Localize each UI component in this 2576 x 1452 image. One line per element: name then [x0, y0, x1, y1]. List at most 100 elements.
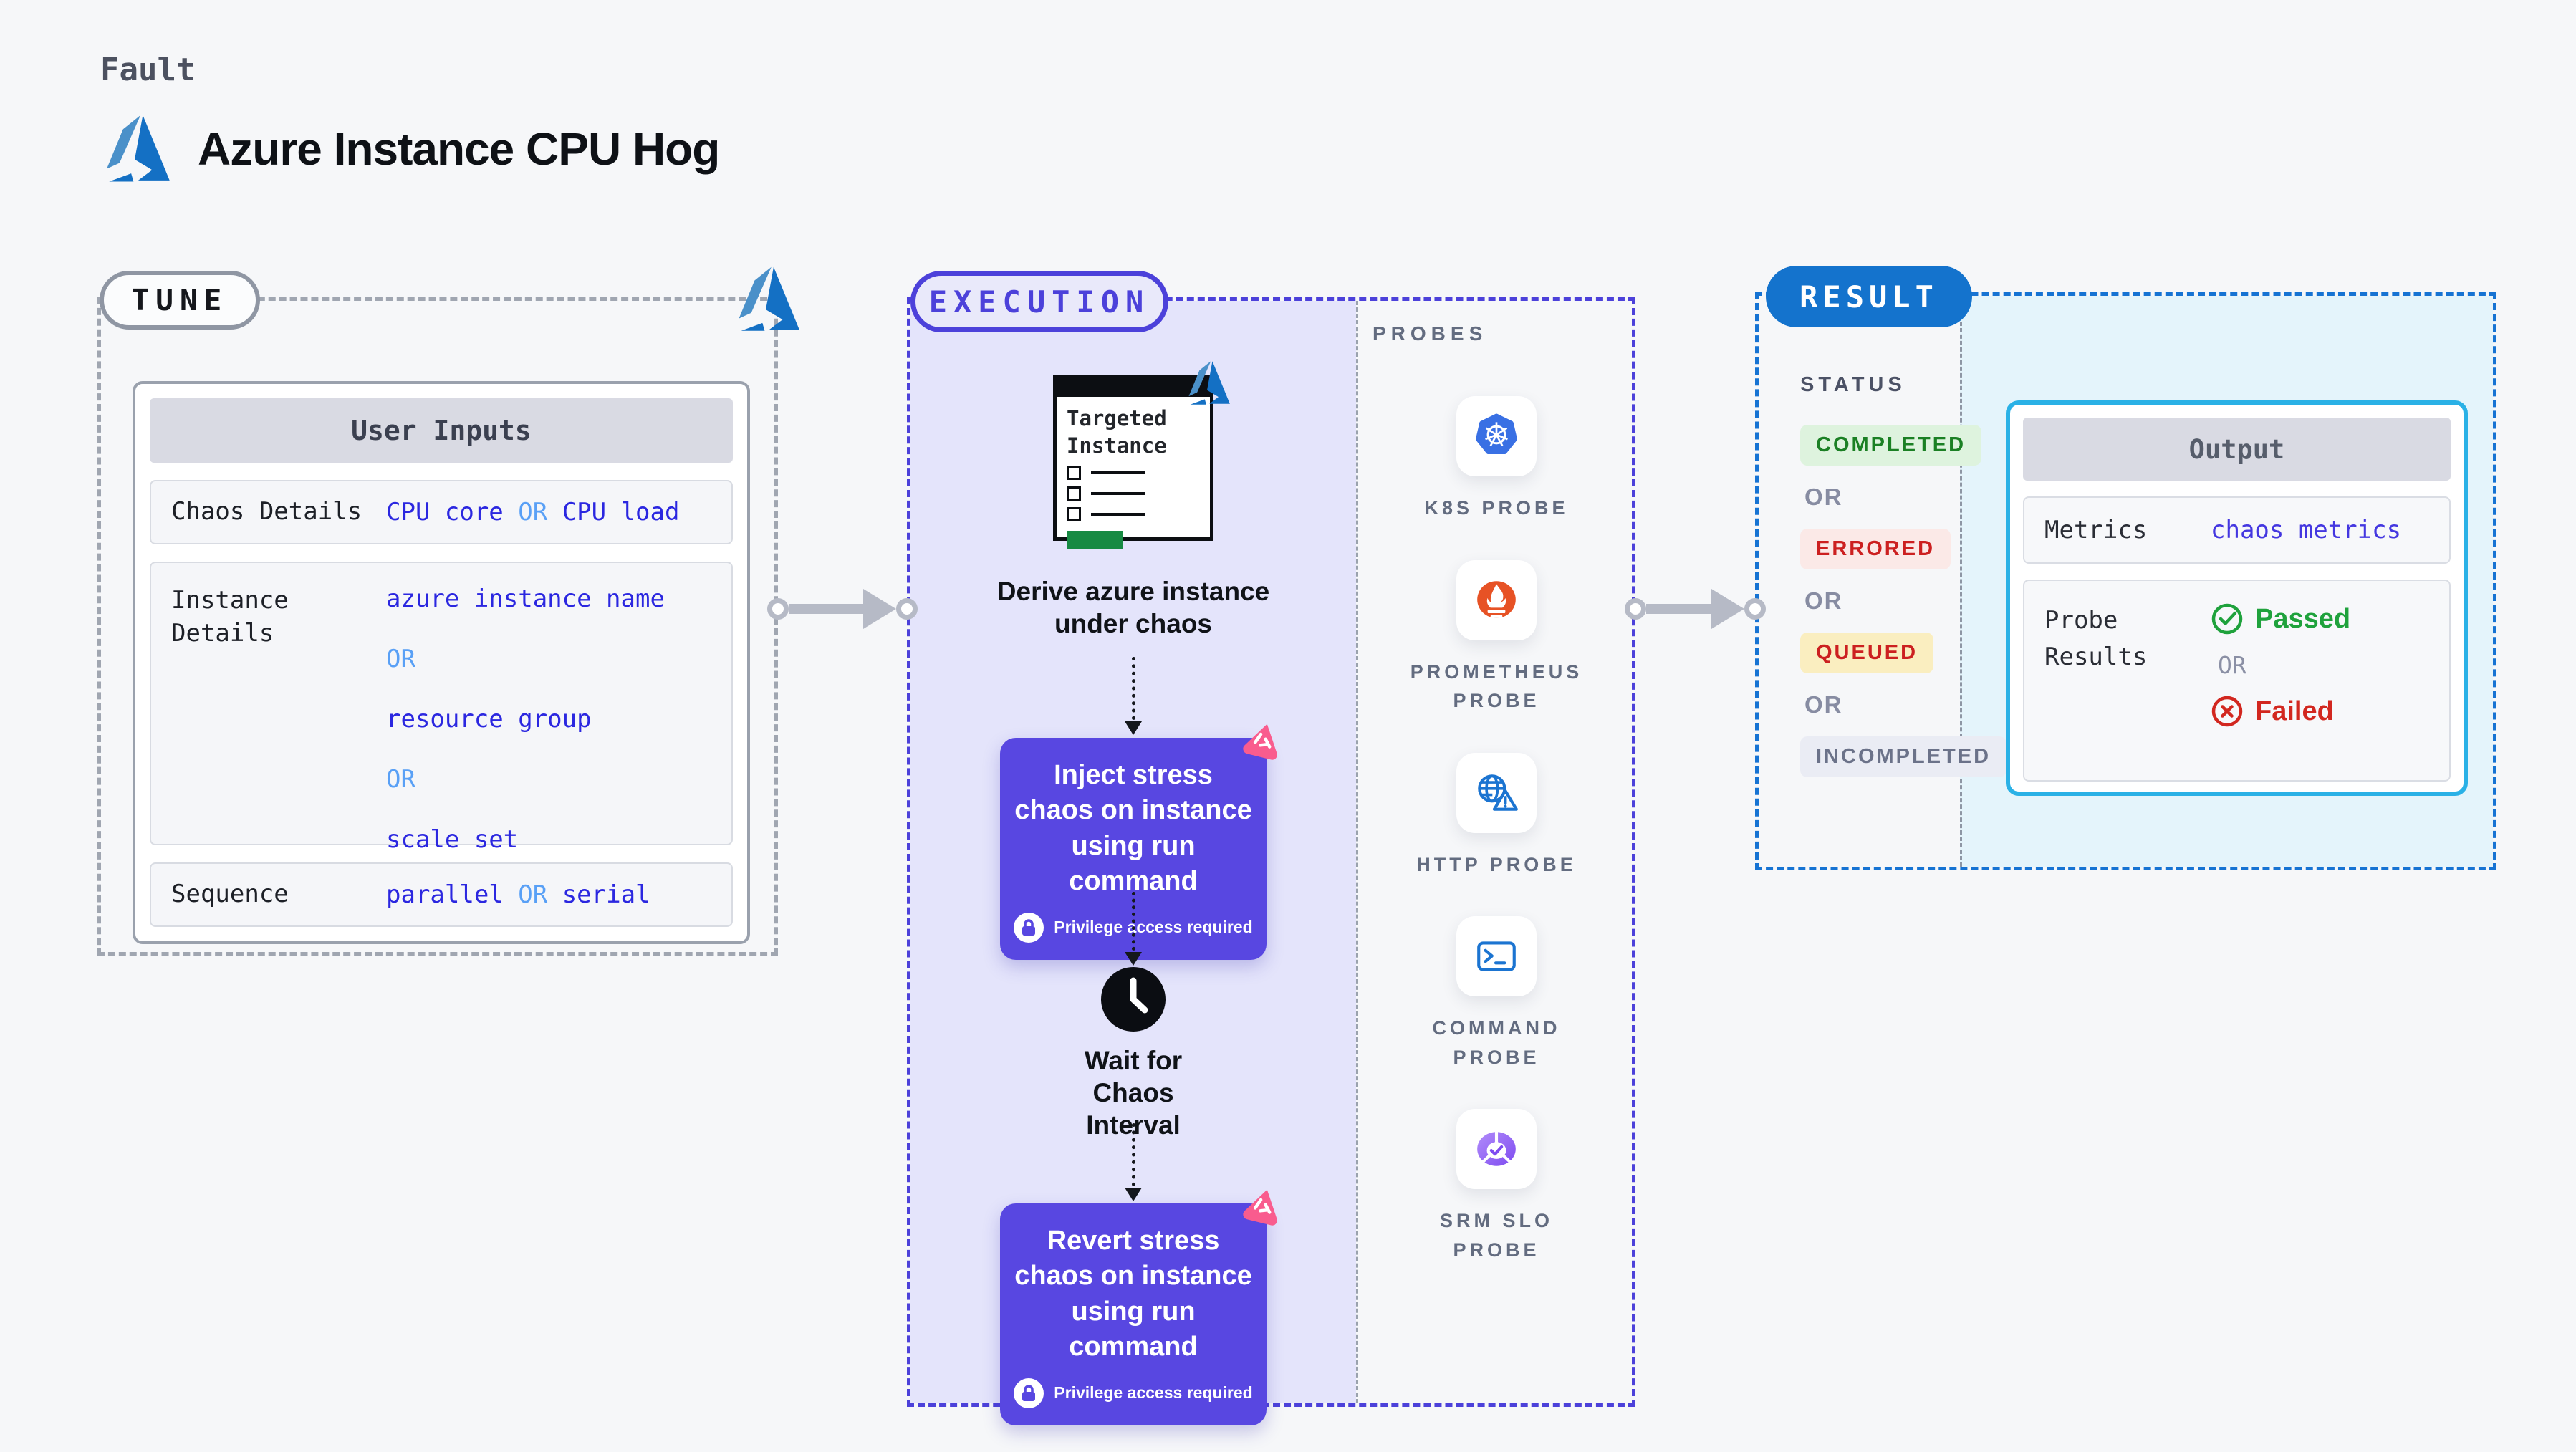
arrow-line — [1646, 604, 1713, 614]
status-separator-line — [1960, 296, 1962, 867]
derive-step-label: Derive azure instance under chaos — [996, 577, 1270, 639]
chaos-icon — [1240, 1183, 1287, 1229]
or-separator: OR — [386, 765, 415, 794]
clock-icon — [1100, 966, 1167, 1033]
progress-bar — [1067, 531, 1123, 549]
value-option: azure instance name — [386, 585, 665, 613]
x-circle-icon — [2211, 696, 2243, 727]
row-value: parallel OR serial — [386, 880, 650, 909]
user-inputs-card: User Inputs Chaos Details CPU core OR CP… — [133, 381, 750, 944]
tune-section: TUNE User Inputs Chaos Details CPU core … — [97, 266, 799, 956]
or-separator: OR — [518, 880, 548, 909]
revert-chaos-step: Revert stress chaos on instance using ru… — [1000, 1189, 1277, 1425]
prometheus-icon — [1456, 559, 1537, 640]
row-value: azure instance name OR resource group OR… — [386, 585, 665, 854]
azure-logo-icon — [730, 265, 802, 334]
kubernetes-icon — [1456, 396, 1537, 476]
privilege-note: Privilege access required — [1013, 1378, 1254, 1408]
page-header: Azure Instance CPU Hog — [97, 113, 720, 185]
connector-ring — [1744, 598, 1766, 620]
privilege-label: Privilege access required — [1054, 918, 1253, 937]
revert-step-label: Revert stress chaos on instance using ru… — [1014, 1226, 1252, 1362]
failed-label: Failed — [2255, 696, 2334, 726]
line — [1091, 471, 1145, 475]
probe-label: COMMAND PROBE — [1432, 1017, 1561, 1068]
probes-separator-line — [1356, 301, 1358, 1403]
probe-item: PROMETHEUS PROBE — [1407, 559, 1586, 716]
row-label: Instance Details — [171, 586, 289, 648]
probe-item: COMMAND PROBE — [1407, 916, 1586, 1072]
status-column: STATUS COMPLETED OR ERRORED OR QUEUED OR… — [1759, 296, 2007, 777]
value-option: resource group — [386, 705, 592, 734]
checkbox-row — [1067, 486, 1200, 501]
arrow-head — [1125, 1188, 1142, 1201]
or-separator: OR — [1804, 587, 1843, 614]
or-separator: OR — [386, 645, 415, 673]
arrow-head — [1125, 721, 1142, 735]
flow-connector — [1125, 1123, 1142, 1201]
probe-item: SRM SLO PROBE — [1407, 1109, 1586, 1264]
row-value: CPU core OR CPU load — [386, 498, 679, 527]
probe-label: K8S PROBE — [1424, 497, 1569, 519]
lock-icon — [1014, 912, 1044, 943]
window-title-bar — [1057, 378, 1210, 397]
value-option: parallel — [386, 880, 504, 909]
connector-ring — [767, 598, 789, 620]
page-title: Azure Instance CPU Hog — [198, 123, 720, 175]
azure-logo-icon — [1183, 360, 1231, 407]
probe-label: PROMETHEUS PROBE — [1410, 660, 1583, 712]
flow-connector — [1125, 657, 1142, 735]
probes-title: PROBES — [1373, 322, 1488, 345]
connector-ring — [896, 598, 918, 620]
inject-step-label: Inject stress chaos on instance using ru… — [1014, 760, 1252, 897]
probe-item: HTTP PROBE — [1407, 752, 1586, 880]
row-label: Sequence — [171, 880, 289, 909]
checkbox-icon — [1067, 507, 1081, 522]
probes-list: K8S PROBE PROMETHEUS PROBE — [1356, 396, 1637, 1264]
checkbox-row — [1067, 466, 1200, 481]
fault-eyebrow: Fault — [100, 52, 196, 88]
arrow-head — [1711, 589, 1744, 629]
value-option: serial — [562, 880, 650, 909]
row-label: Probe Results — [2044, 606, 2148, 671]
row-label: Chaos Details — [171, 497, 362, 527]
value-option: scale set — [386, 825, 519, 854]
flow-connector — [1125, 892, 1142, 966]
probe-item: K8S PROBE — [1407, 396, 1586, 523]
chaos-icon — [1240, 718, 1287, 764]
terminal-icon — [1456, 916, 1537, 996]
execution-badge: EXECUTION — [910, 271, 1168, 332]
probe-results-row: Probe Results Passed OR — [2023, 580, 2451, 782]
sequence-row: Sequence parallel OR serial — [150, 862, 733, 927]
status-badge: ERRORED — [1800, 529, 1951, 569]
inject-chaos-step: Inject stress chaos on instance using ru… — [1000, 723, 1277, 960]
targeted-instance-label: Targeted Instance — [1067, 406, 1167, 458]
result-badge: RESULT — [1766, 266, 1972, 327]
output-title: Output — [2023, 418, 2451, 481]
azure-logo-icon — [97, 113, 172, 185]
tune-badge: TUNE — [100, 271, 260, 330]
status-badge: QUEUED — [1800, 633, 1934, 673]
execution-to-result-arrow — [1625, 589, 1766, 629]
metrics-row: Metrics chaos metrics — [2023, 496, 2451, 564]
output-card: Output Metrics chaos metrics Probe Resul… — [2006, 400, 2468, 796]
execution-section: EXECUTION Targeted Instance Derive azure… — [907, 271, 1637, 1425]
tune-to-execution-arrow — [767, 589, 918, 629]
checkbox-row — [1067, 507, 1200, 522]
failed-result: Failed — [2211, 695, 2350, 728]
value-option: CPU core — [386, 498, 504, 527]
metrics-value: chaos metrics — [2211, 516, 2402, 544]
or-separator: OR — [1804, 691, 1843, 718]
chaos-details-row: Chaos Details CPU core OR CPU load — [150, 480, 733, 544]
status-badge: COMPLETED — [1800, 425, 1982, 466]
lock-icon — [1014, 1378, 1044, 1408]
or-separator: OR — [518, 498, 548, 527]
row-label: Metrics — [2044, 515, 2148, 544]
arrow-head — [863, 589, 896, 629]
checkbox-icon — [1067, 466, 1081, 481]
or-separator: OR — [2218, 651, 2246, 679]
arrow-head — [1125, 952, 1142, 966]
http-globe-warning-icon — [1456, 752, 1537, 833]
result-section: RESULT STATUS COMPLETED OR ERRORED OR QU… — [1755, 266, 2496, 870]
